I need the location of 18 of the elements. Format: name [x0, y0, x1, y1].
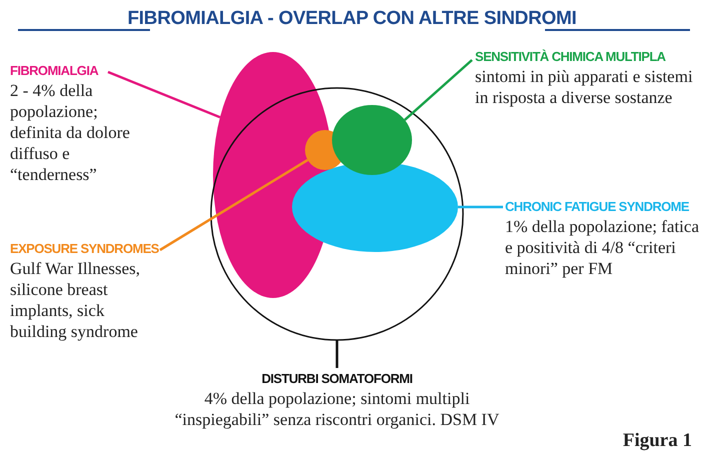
heading: FIBROMIALGIA [10, 63, 98, 78]
heading: SENSITIVITÀ CHIMICA MULTIPLA [475, 49, 666, 64]
leader-line [458, 206, 503, 208]
description-text: 4% della popolazione; sintomi multipli “inspiegabili” senza riscontri organici. DSM IV [174, 388, 500, 430]
heading: CHRONIC FATIGUE SYNDROME [505, 199, 689, 214]
leader-line [159, 158, 308, 252]
description-text: Gulf War Illnesses, silicone breast implants, sick building syndrome [10, 258, 142, 342]
figure-label: Figura 1 [622, 430, 692, 451]
leader-line [404, 59, 473, 121]
heading: EXPOSURE SYNDROMES [10, 241, 159, 256]
heading: DISTURBI SOMATOFORMI [262, 371, 412, 386]
description-text: 2 - 4% della popolazione; definita da dolore diffuso e “tenderness” [10, 80, 131, 185]
description-text: sintomi in più apparati e sistemi in risposta a diverse sostanze [475, 66, 694, 108]
leader-line [108, 70, 220, 118]
leader-line [336, 340, 338, 368]
diagram-title: FIBROMIALGIA - OVERLAP CON ALTRE SINDROMI [128, 8, 576, 29]
description-text: 1% della popolazione; fatica e positività di 4/8 “criteri minori” per FM [505, 216, 700, 279]
outline-circle [210, 87, 464, 341]
